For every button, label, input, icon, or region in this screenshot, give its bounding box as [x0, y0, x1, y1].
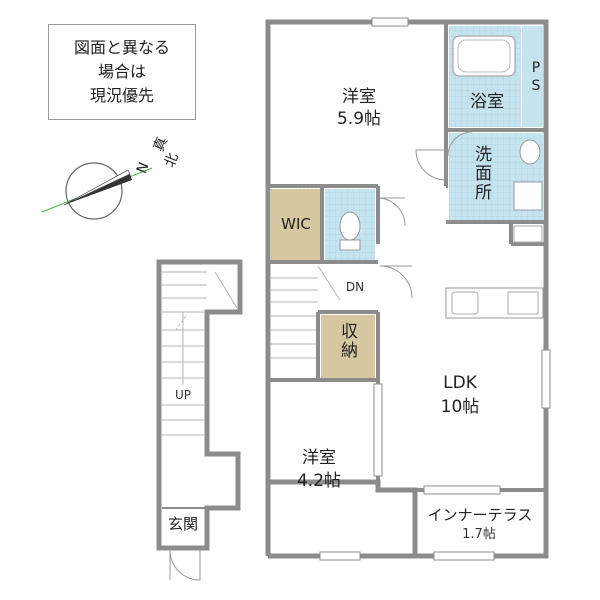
compass-needle-light: [63, 169, 131, 206]
fridge-space: [513, 225, 543, 243]
wash-basin: [519, 139, 541, 165]
western-room-1-size: 5.9帖: [336, 109, 382, 129]
compass: [41, 162, 153, 220]
compass-circle: [65, 162, 123, 220]
western-room-2-size: 4.2帖: [296, 471, 342, 491]
inner-terrace-name: インナーテラス: [427, 506, 533, 524]
ldk-size: 10帖: [440, 397, 480, 417]
western-room-2-name: 洋室: [302, 448, 336, 468]
doors: [297, 131, 473, 299]
western-room-1-name: 洋室: [342, 87, 376, 107]
windows: [319, 17, 551, 561]
wic-label: WIC: [281, 215, 311, 233]
notice-line-3: 現況優先: [89, 86, 154, 105]
ps-label: PS: [528, 60, 544, 96]
toilet-tank: [339, 239, 361, 251]
kitchen-sink: [451, 291, 479, 315]
ldk-name: LDK: [443, 373, 477, 393]
kitchen-stove: [507, 291, 539, 315]
bath-label: 浴室: [470, 92, 504, 112]
notice-line-1: 図面と異なる: [73, 38, 170, 57]
stair-tower: [156, 259, 243, 551]
storage-label: 収納: [337, 322, 357, 360]
washing-machine: [513, 181, 543, 211]
entrance-label: 玄関: [167, 515, 198, 533]
notice-line-2: 場合は: [97, 62, 146, 81]
stair-up-label: UP: [174, 388, 192, 402]
toilet-bowl: [339, 211, 361, 241]
stair-steps-lower: [162, 271, 238, 436]
notice-box: 図面と異なる 場合は 現況優先: [48, 24, 196, 120]
inner-terrace-size: 1.7帖: [462, 527, 496, 542]
storage-floor: [321, 315, 375, 378]
stair-dn-label: DN: [345, 280, 365, 294]
unit-stair-steps: [271, 265, 341, 359]
ps-shaft: [522, 26, 543, 127]
washroom-label: 洗面所: [471, 145, 491, 202]
wic-floor: [271, 189, 320, 260]
bathtub: [452, 35, 516, 77]
entrance-door-arc: [169, 549, 201, 581]
bathtub-inner: [457, 39, 511, 73]
